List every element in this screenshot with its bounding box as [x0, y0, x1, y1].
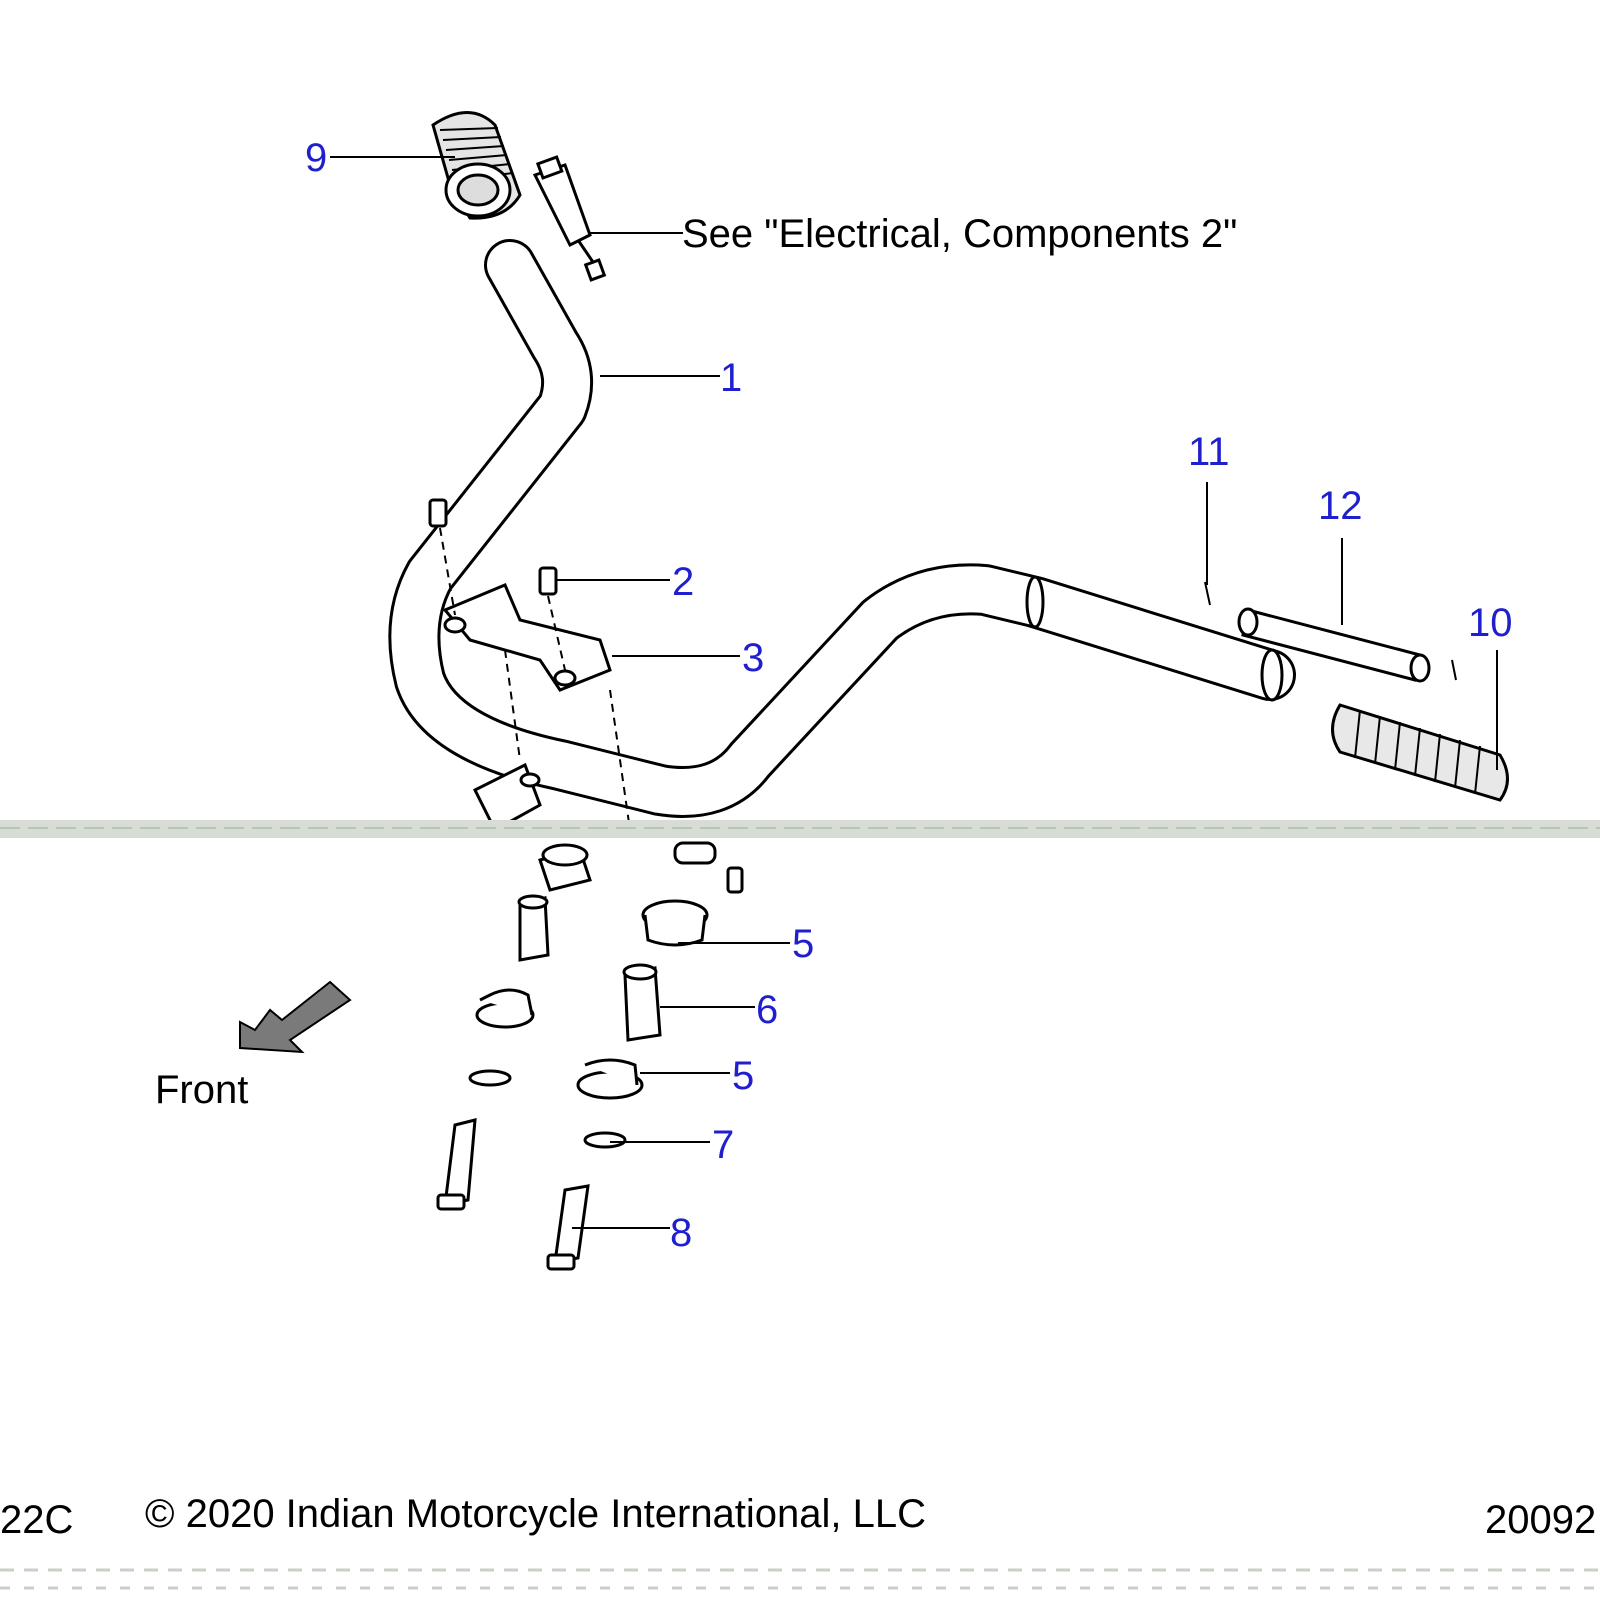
electrical-reference-note: See "Electrical, Components 2" [682, 212, 1238, 256]
throttle-sensor-part [532, 155, 607, 282]
callout-8: 8 [670, 1211, 693, 1255]
front-arrow-icon [239, 980, 352, 1054]
callout-6: 6 [756, 988, 779, 1032]
footer-right-code: 20092 [1485, 1498, 1597, 1542]
clamp-parts [428, 498, 612, 833]
left-grip-part [431, 111, 522, 220]
alignment-lines [439, 527, 631, 831]
footer-copyright: © 2020 Indian Motorcycle International, … [145, 1492, 927, 1536]
footer-left-code: 22C [0, 1498, 74, 1542]
right-grip-parts [1204, 581, 1509, 802]
scan-band [0, 820, 1600, 838]
callout-9: 9 [305, 136, 328, 180]
callout-12: 12 [1318, 484, 1363, 528]
callout-5-lower: 5 [732, 1054, 755, 1098]
bottom-scan-band [0, 1568, 1600, 1590]
leader-lines [330, 156, 1498, 1229]
callout-5-upper: 5 [792, 922, 815, 966]
front-label: Front [155, 1068, 249, 1112]
callout-1: 1 [720, 356, 743, 400]
handlebar [388, 239, 1296, 818]
callout-7: 7 [712, 1123, 735, 1167]
callout-2: 2 [672, 560, 695, 604]
callout-3: 3 [742, 636, 765, 680]
riser-hardware [436, 841, 744, 1271]
callout-11: 11 [1188, 430, 1230, 474]
callout-10: 10 [1468, 601, 1513, 645]
